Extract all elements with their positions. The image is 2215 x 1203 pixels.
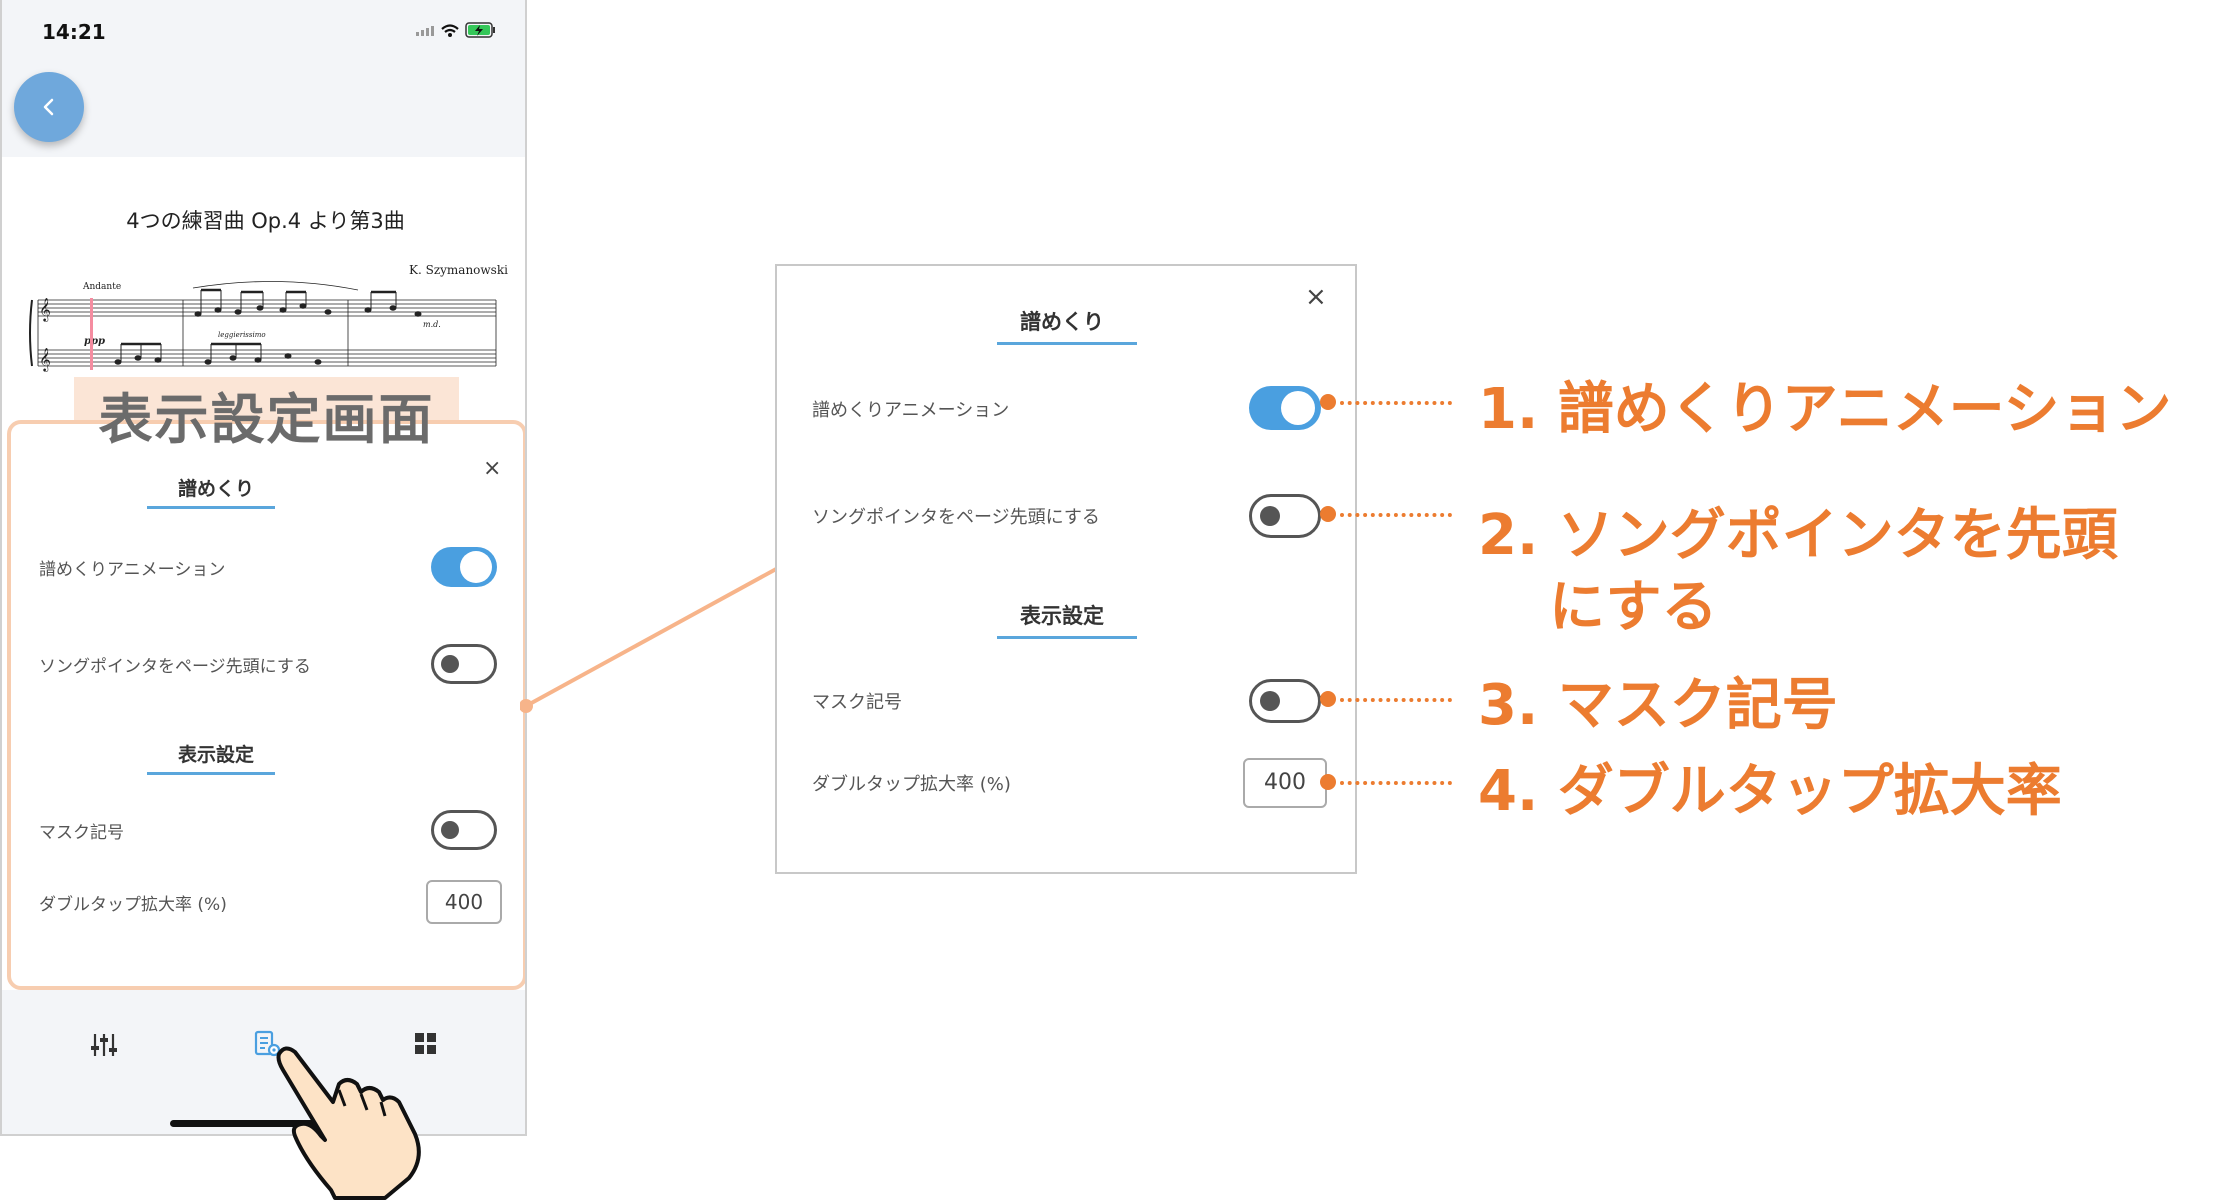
double-tap-input[interactable]: 400 [426, 880, 502, 924]
page-turn-animation-toggle[interactable] [431, 547, 497, 587]
section-underline [147, 506, 275, 509]
tab-bar [2, 990, 525, 1134]
callout-dot-3 [1320, 691, 1336, 707]
sheet-music: Andante ppp leggierissimo m.d. 𝄞 𝄞 [29, 281, 497, 372]
status-icons [416, 22, 495, 38]
toggle-knob [441, 655, 459, 673]
mask-label: マスク記号 [39, 823, 124, 843]
battery-icon [465, 22, 495, 38]
double-tap-label: ダブルタップ拡大率 (%) [39, 895, 227, 915]
section-underline [147, 772, 275, 775]
annotation-2-continued: にする [1549, 575, 1718, 640]
double-tap-label: ダブルタップ拡大率 (%) [812, 774, 1011, 795]
page-turn-animation-toggle[interactable] [1249, 386, 1321, 430]
section-underline [997, 636, 1137, 639]
double-tap-input[interactable]: 400 [1243, 758, 1327, 808]
toggle-knob [441, 821, 459, 839]
mask-toggle[interactable] [431, 810, 497, 850]
page-turn-animation-label: 譜めくりアニメーション [812, 400, 1010, 421]
toggle-knob [1281, 391, 1315, 425]
toggle-knob [1260, 691, 1280, 711]
close-button[interactable]: × [483, 456, 502, 481]
display-settings-icon[interactable] [254, 1030, 282, 1058]
connector-line [520, 566, 779, 713]
callout-dot-2 [1320, 506, 1336, 522]
signal-icon [416, 26, 434, 36]
svg-text:𝄞: 𝄞 [39, 297, 51, 322]
settings-panel-small: × 譜めくり 譜めくりアニメーション ソングポインタをページ先頭にする 表示設定… [7, 420, 525, 990]
wifi-icon [441, 24, 459, 33]
mixer-sliders-icon[interactable] [90, 1032, 118, 1058]
annotation-3: 3. マスク記号 [1478, 673, 1838, 738]
callout-dotted-line-4 [1340, 781, 1452, 785]
annotation-1: 1. 譜めくりアニメーション [1478, 377, 2172, 442]
callout-dotted-line-3 [1340, 698, 1452, 702]
toggle-knob [460, 551, 492, 583]
tempo-marking: Andante [82, 282, 121, 292]
nav-bar [2, 62, 525, 157]
hand-pointer-icon [276, 1046, 421, 1200]
composer-name: K. Szymanowski [409, 263, 508, 277]
section-underline [997, 342, 1137, 345]
page-turn-animation-label: 譜めくりアニメーション [39, 560, 226, 580]
back-button[interactable] [14, 72, 84, 142]
callout-dot-4 [1320, 774, 1336, 790]
section-title-page-turn: 譜めくり [177, 478, 254, 500]
dynamic-marking: ppp [84, 336, 105, 347]
toggle-knob [1260, 506, 1280, 526]
section-title-display: 表示設定 [177, 744, 254, 766]
mask-label: マスク記号 [812, 692, 902, 713]
settings-panel-zoomed: × 譜めくり 譜めくりアニメーション ソングポインタをページ先頭にする 表示設定… [775, 264, 1357, 874]
callout-dotted-line-1 [1340, 401, 1452, 405]
status-time: 14:21 [42, 20, 106, 44]
screen-caption: 表示設定画面 [98, 388, 435, 451]
song-pointer-toggle[interactable] [1249, 494, 1321, 538]
callout-dotted-line-2 [1340, 513, 1452, 517]
status-bar [2, 0, 525, 62]
phone-screen: 14:21 4つの練習曲 Op.4 より第3曲 K. Szymanowski A… [0, 0, 527, 1136]
section-title-display: 表示設定 [1020, 604, 1104, 628]
mask-toggle[interactable] [1249, 679, 1321, 723]
song-pointer-toggle[interactable] [431, 644, 497, 684]
annotation-4: 4. ダブルタップ拡大率 [1478, 759, 2062, 824]
annotation-2: 2. ソングポインタを先頭 [1478, 503, 2118, 568]
close-button[interactable]: × [1305, 282, 1327, 312]
section-title-page-turn: 譜めくり [1020, 310, 1104, 334]
expression-marking: leggierissimo [218, 331, 266, 339]
grid-icon[interactable] [414, 1032, 438, 1056]
home-indicator [170, 1120, 360, 1127]
callout-dot-1 [1320, 394, 1336, 410]
song-pointer-label: ソングポインタをページ先頭にする [812, 507, 1100, 528]
hand-marking: m.d. [423, 320, 441, 329]
svg-text:𝄞: 𝄞 [39, 347, 51, 372]
back-chevron-icon [43, 98, 54, 116]
song-pointer-label: ソングポインタをページ先頭にする [39, 657, 311, 677]
piece-title: 4つの練習曲 Op.4 より第3曲 [126, 209, 405, 233]
